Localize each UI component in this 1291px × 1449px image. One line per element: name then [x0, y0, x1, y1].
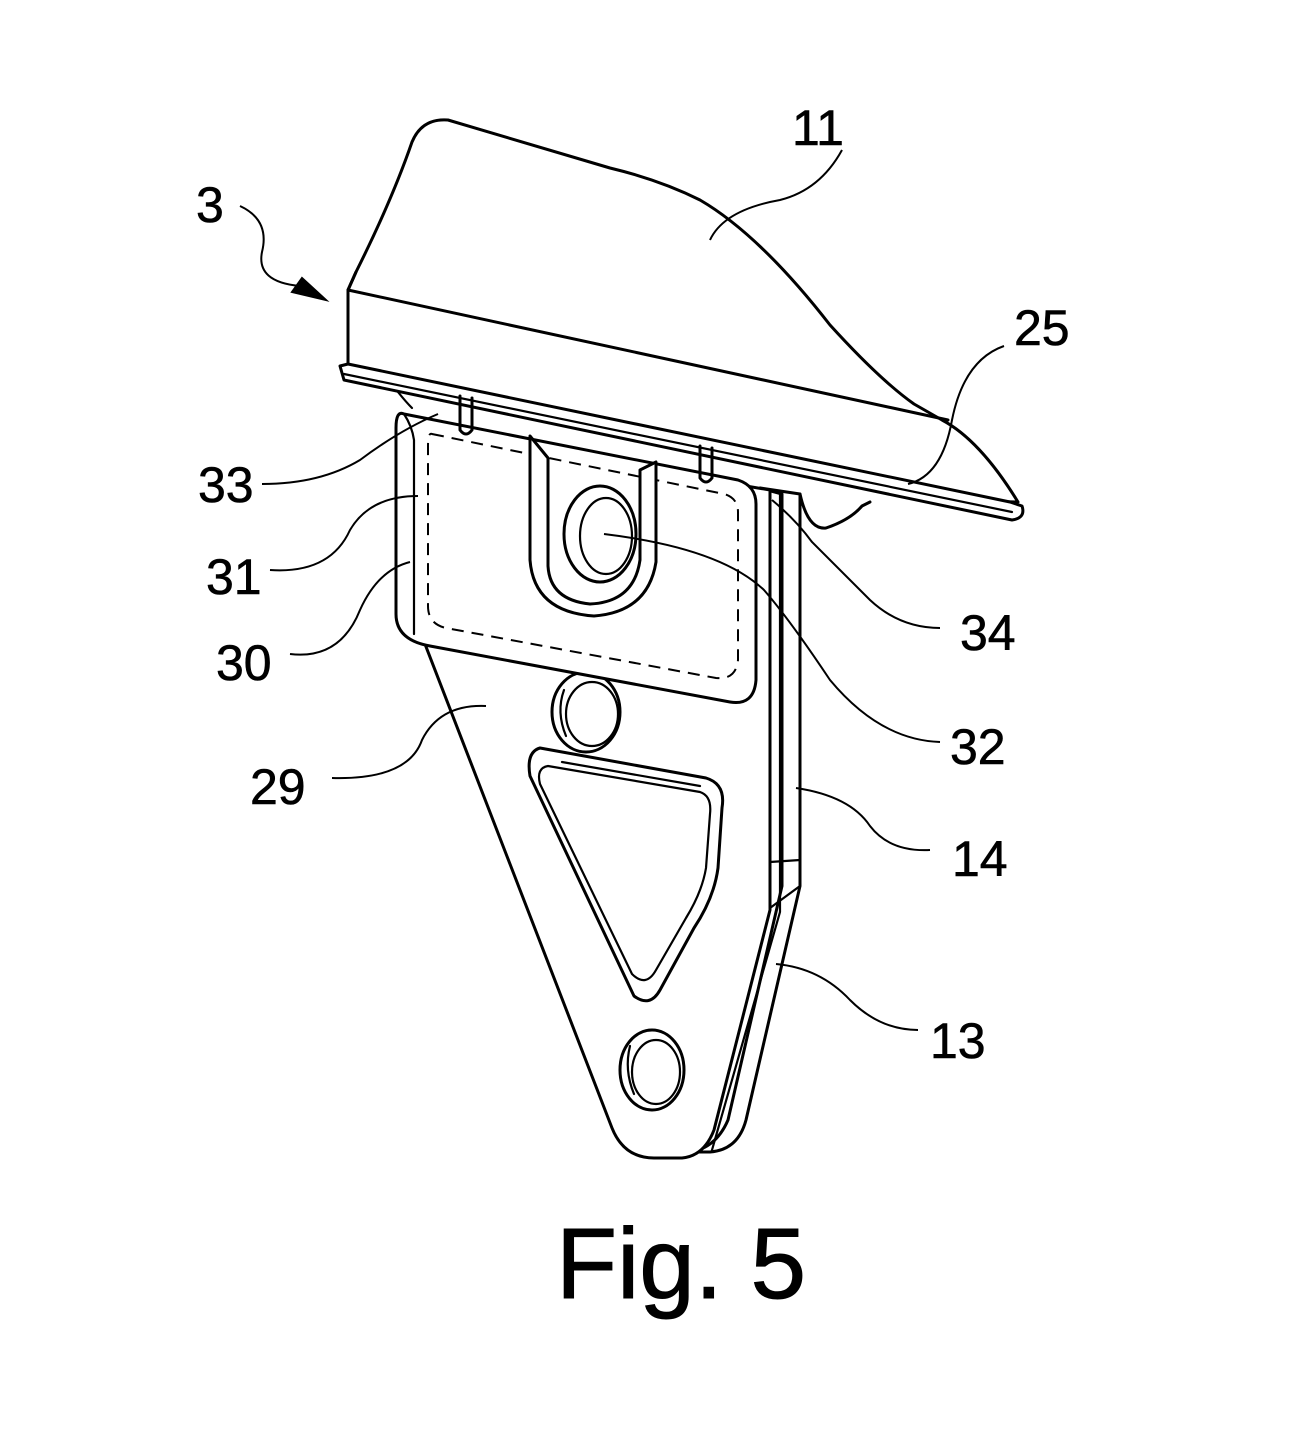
label-29: 29	[250, 759, 306, 815]
label-30: 30	[216, 635, 272, 691]
label-14: 14	[952, 831, 1008, 887]
label-3: 3	[196, 177, 224, 233]
label-11: 11	[792, 100, 844, 156]
reference-labels: 3 11 25 33 31 30 29 34 32 14 13	[196, 100, 1070, 1070]
dashed-region	[427, 432, 739, 680]
middle-bore	[550, 670, 622, 754]
tabs	[458, 394, 714, 484]
label-32: 32	[950, 719, 1006, 775]
label-13: 13	[930, 1013, 986, 1069]
label-34: 34	[960, 605, 1016, 661]
slot	[528, 434, 658, 618]
flange-plate	[338, 362, 1025, 522]
figure-caption: Fig. 5	[556, 1208, 806, 1320]
label-25: 25	[1014, 300, 1070, 356]
lower-bore	[618, 1028, 686, 1112]
label-33: 33	[198, 457, 254, 513]
leader-lines	[239, 149, 1005, 1031]
triangular-opening	[527, 746, 725, 1003]
arrowhead	[290, 276, 330, 302]
label-31: 31	[206, 549, 262, 605]
